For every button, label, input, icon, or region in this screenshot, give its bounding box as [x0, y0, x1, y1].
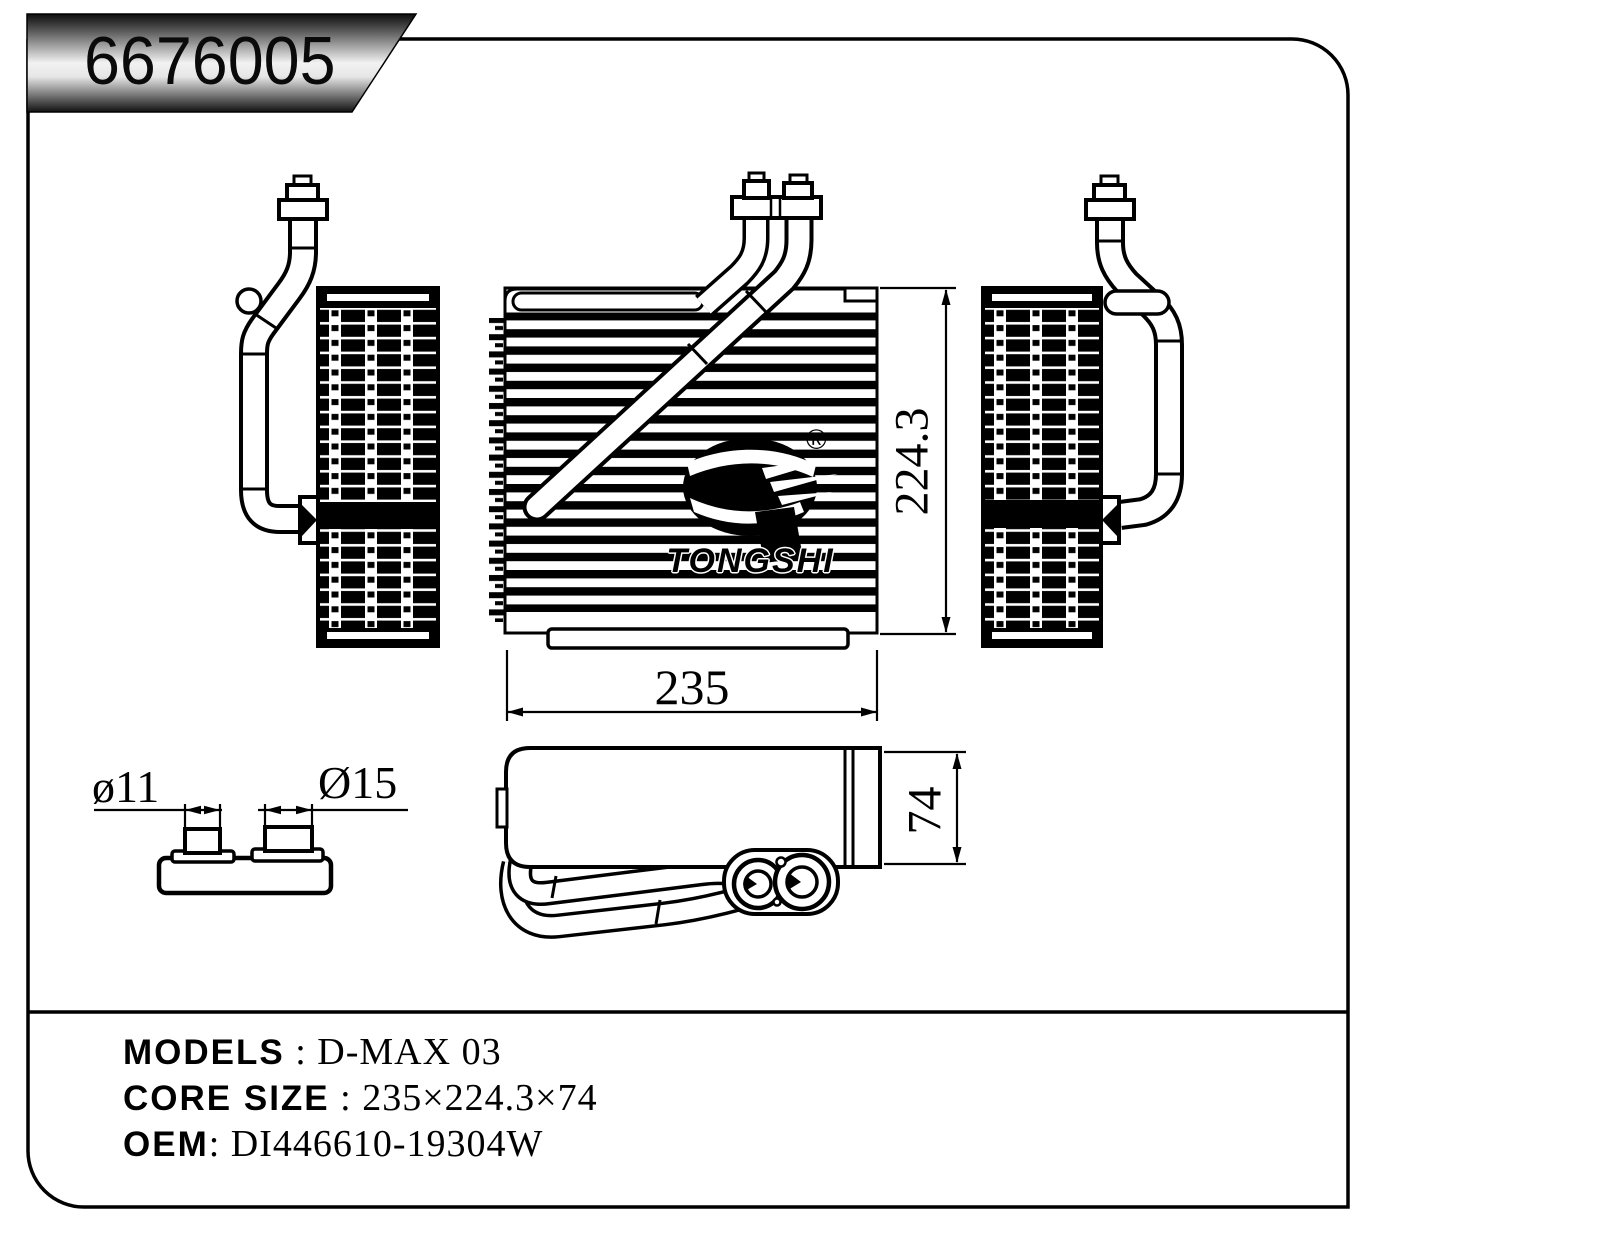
fitting-cap — [742, 179, 771, 200]
fitting-base — [156, 855, 334, 896]
brand-logo — [683, 438, 838, 563]
left-side-view — [235, 174, 440, 648]
pipe-flange-plate — [730, 195, 823, 220]
fitting-flange — [277, 198, 329, 221]
dimension-depth-label: 74 — [898, 786, 952, 835]
left-core — [316, 286, 440, 648]
side-bracket — [495, 787, 509, 829]
inlet-diameter-label: ø11 — [92, 761, 160, 812]
fitting-cap — [782, 181, 814, 200]
spec-models-label: MODELS — [123, 1033, 285, 1072]
spec-oem-label: OEM — [123, 1125, 209, 1164]
top-view — [495, 746, 882, 939]
registered-trademark-symbol: ® — [806, 424, 827, 455]
outlet-stub — [263, 825, 314, 853]
spec-core-size-label: CORE SIZE — [123, 1079, 330, 1118]
port-fitting-detail — [94, 804, 408, 896]
housing-slab — [504, 746, 882, 869]
dimension-height-label: 224.3 — [885, 407, 939, 516]
inlet-stub — [183, 827, 222, 855]
front-view — [489, 171, 879, 650]
top-tube — [1103, 289, 1171, 316]
spec-core-size: CORE SIZE : 235×224.3×74 — [123, 1077, 598, 1119]
right-side-view — [981, 174, 1184, 648]
dimension-width — [505, 650, 879, 721]
brand-wordmark: TONGSHI — [666, 542, 835, 580]
dimension-height — [880, 286, 956, 636]
part-number: 6676005 — [84, 23, 336, 99]
dimension-width-label: 235 — [654, 659, 730, 715]
part-number-banner — [26, 13, 418, 113]
spec-oem: OEM: DI446610-19304W — [123, 1123, 544, 1165]
spec-models: MODELS : D-MAX 03 — [123, 1031, 502, 1073]
spec-core-size-value: 235×224.3×74 — [362, 1077, 598, 1119]
fin-comb-edge — [489, 318, 506, 622]
outlet-diameter-label: Ø15 — [318, 757, 398, 808]
top-tank-tube — [511, 291, 705, 312]
spec-block: MODELS : D-MAX 03 CORE SIZE : 235×224.3×… — [123, 1030, 1223, 1168]
spec-models-value: D-MAX 03 — [317, 1031, 502, 1073]
dimension-depth — [884, 750, 966, 866]
fitting-flange — [1084, 198, 1136, 221]
right-core — [981, 286, 1103, 648]
spec-oem-value: DI446610-19304W — [230, 1123, 544, 1165]
bottom-tank-tab — [546, 627, 850, 650]
pipe-bracket — [235, 287, 263, 315]
sheet-frame — [26, 37, 1350, 1209]
